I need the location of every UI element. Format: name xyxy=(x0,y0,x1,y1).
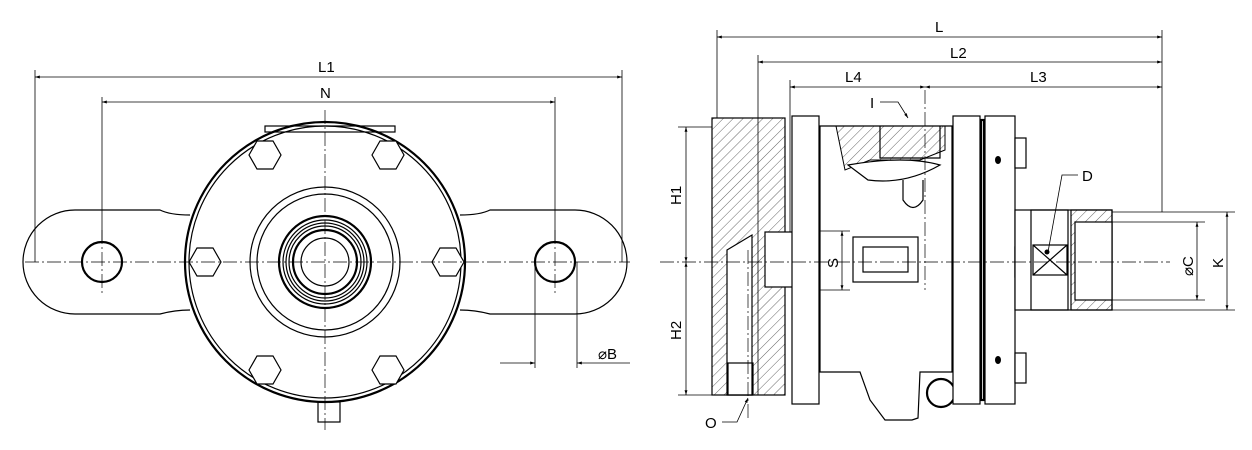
flange-1 xyxy=(791,115,820,405)
label-k: K xyxy=(1210,258,1227,268)
top-tab xyxy=(264,125,396,133)
label-l2: L2 xyxy=(950,45,967,62)
label-b: ⌀B xyxy=(598,346,617,363)
label-l4: L4 xyxy=(845,69,862,86)
label-l: L xyxy=(935,19,943,36)
label-n: N xyxy=(320,85,331,102)
label-s: S xyxy=(825,258,842,268)
bolt-heads xyxy=(188,140,465,385)
flange-3 xyxy=(984,115,1016,405)
label-h1: H1 xyxy=(668,186,685,205)
main-body xyxy=(819,125,953,421)
bracket-hole xyxy=(925,377,957,409)
front-view: L1 N ⌀B xyxy=(22,59,630,430)
label-d: D xyxy=(1082,168,1093,185)
label-l1: L1 xyxy=(318,59,335,76)
label-c: ⌀C xyxy=(1180,256,1197,276)
bottom-tab xyxy=(317,401,341,423)
name-plate xyxy=(852,236,919,283)
label-l3: L3 xyxy=(1030,69,1047,86)
label-i: I xyxy=(870,95,874,112)
label-h2: H2 xyxy=(668,321,685,340)
flange-2 xyxy=(952,115,981,405)
side-view: L L2 L4 L3 I D H1 H2 S ⌀C K O xyxy=(660,19,1235,432)
label-o: O xyxy=(705,415,717,432)
